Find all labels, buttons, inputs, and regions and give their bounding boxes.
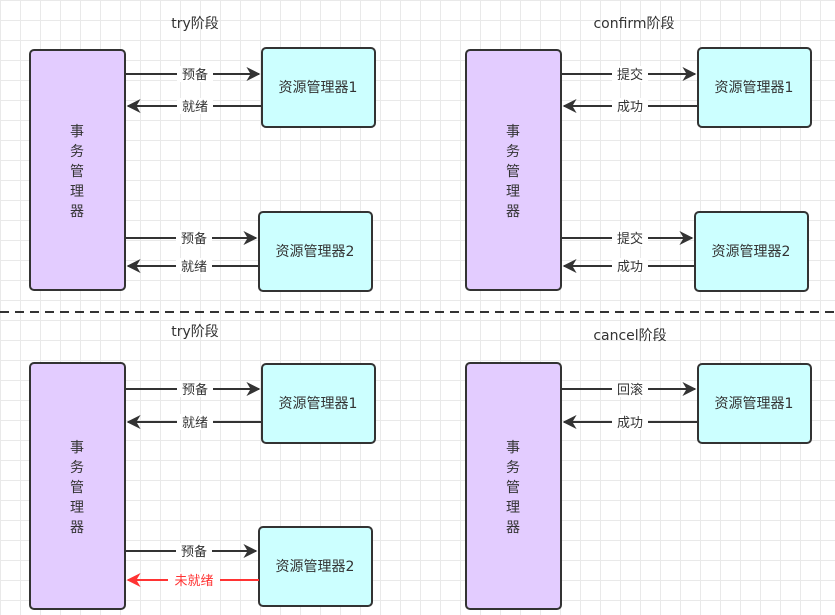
resource-manager-box <box>694 211 809 292</box>
transaction-manager-label: 事务管理器 <box>506 440 520 536</box>
panel-try-phase-failure: try阶段 事务管理器 资源管理器1 预备 就绪 资源管理器2 预备 未就绪 <box>29 324 376 610</box>
resource-manager-label: 资源管理器1 <box>715 396 794 412</box>
phase-title: cancel阶段 <box>593 328 666 344</box>
request-label: 预备 <box>182 67 208 83</box>
resource-manager-box <box>258 526 373 607</box>
phase-title: try阶段 <box>171 324 219 340</box>
response-label: 就绪 <box>182 100 208 115</box>
response-label: 成功 <box>617 260 643 275</box>
phase-title: try阶段 <box>171 16 219 32</box>
transaction-manager-box <box>29 49 126 291</box>
response-label: 成功 <box>617 416 643 431</box>
panel-try-phase-success: try阶段 事务管理器 资源管理器1 预备 就绪 资源管理器2 预备 就绪 <box>29 16 376 292</box>
resource-manager-box <box>697 47 812 128</box>
transaction-manager-label: 事务管理器 <box>70 440 84 536</box>
transaction-manager-box <box>465 49 562 291</box>
transaction-manager-label: 事务管理器 <box>506 124 520 220</box>
response-label: 成功 <box>617 100 643 115</box>
resource-manager-box <box>258 211 373 292</box>
transaction-manager-label: 事务管理器 <box>70 124 84 220</box>
resource-manager-label: 资源管理器1 <box>279 80 358 96</box>
request-label: 预备 <box>182 382 208 398</box>
transaction-manager-box <box>465 362 562 610</box>
resource-manager-box <box>697 363 812 444</box>
request-label: 提交 <box>617 231 643 247</box>
resource-manager-label: 资源管理器1 <box>279 396 358 412</box>
resource-manager-label: 资源管理器1 <box>715 80 794 96</box>
request-label: 预备 <box>181 231 207 247</box>
panel-confirm-phase: confirm阶段 事务管理器 资源管理器1 提交 成功 资源管理器2 提交 成… <box>465 16 812 292</box>
request-label: 回滚 <box>617 382 643 398</box>
resource-manager-label: 资源管理器2 <box>276 559 355 575</box>
transaction-manager-box <box>29 362 126 610</box>
request-label: 预备 <box>181 544 207 560</box>
resource-manager-box <box>261 47 376 128</box>
resource-manager-label: 资源管理器2 <box>276 244 355 260</box>
response-label: 就绪 <box>181 260 207 275</box>
resource-manager-label: 资源管理器2 <box>712 244 791 260</box>
resource-manager-box <box>261 363 376 444</box>
failed-response-label: 未就绪 <box>174 574 213 589</box>
phase-title: confirm阶段 <box>593 16 674 32</box>
panel-cancel-phase: cancel阶段 事务管理器 资源管理器1 回滚 成功 <box>465 328 812 610</box>
request-label: 提交 <box>617 67 643 83</box>
response-label: 就绪 <box>182 416 208 431</box>
